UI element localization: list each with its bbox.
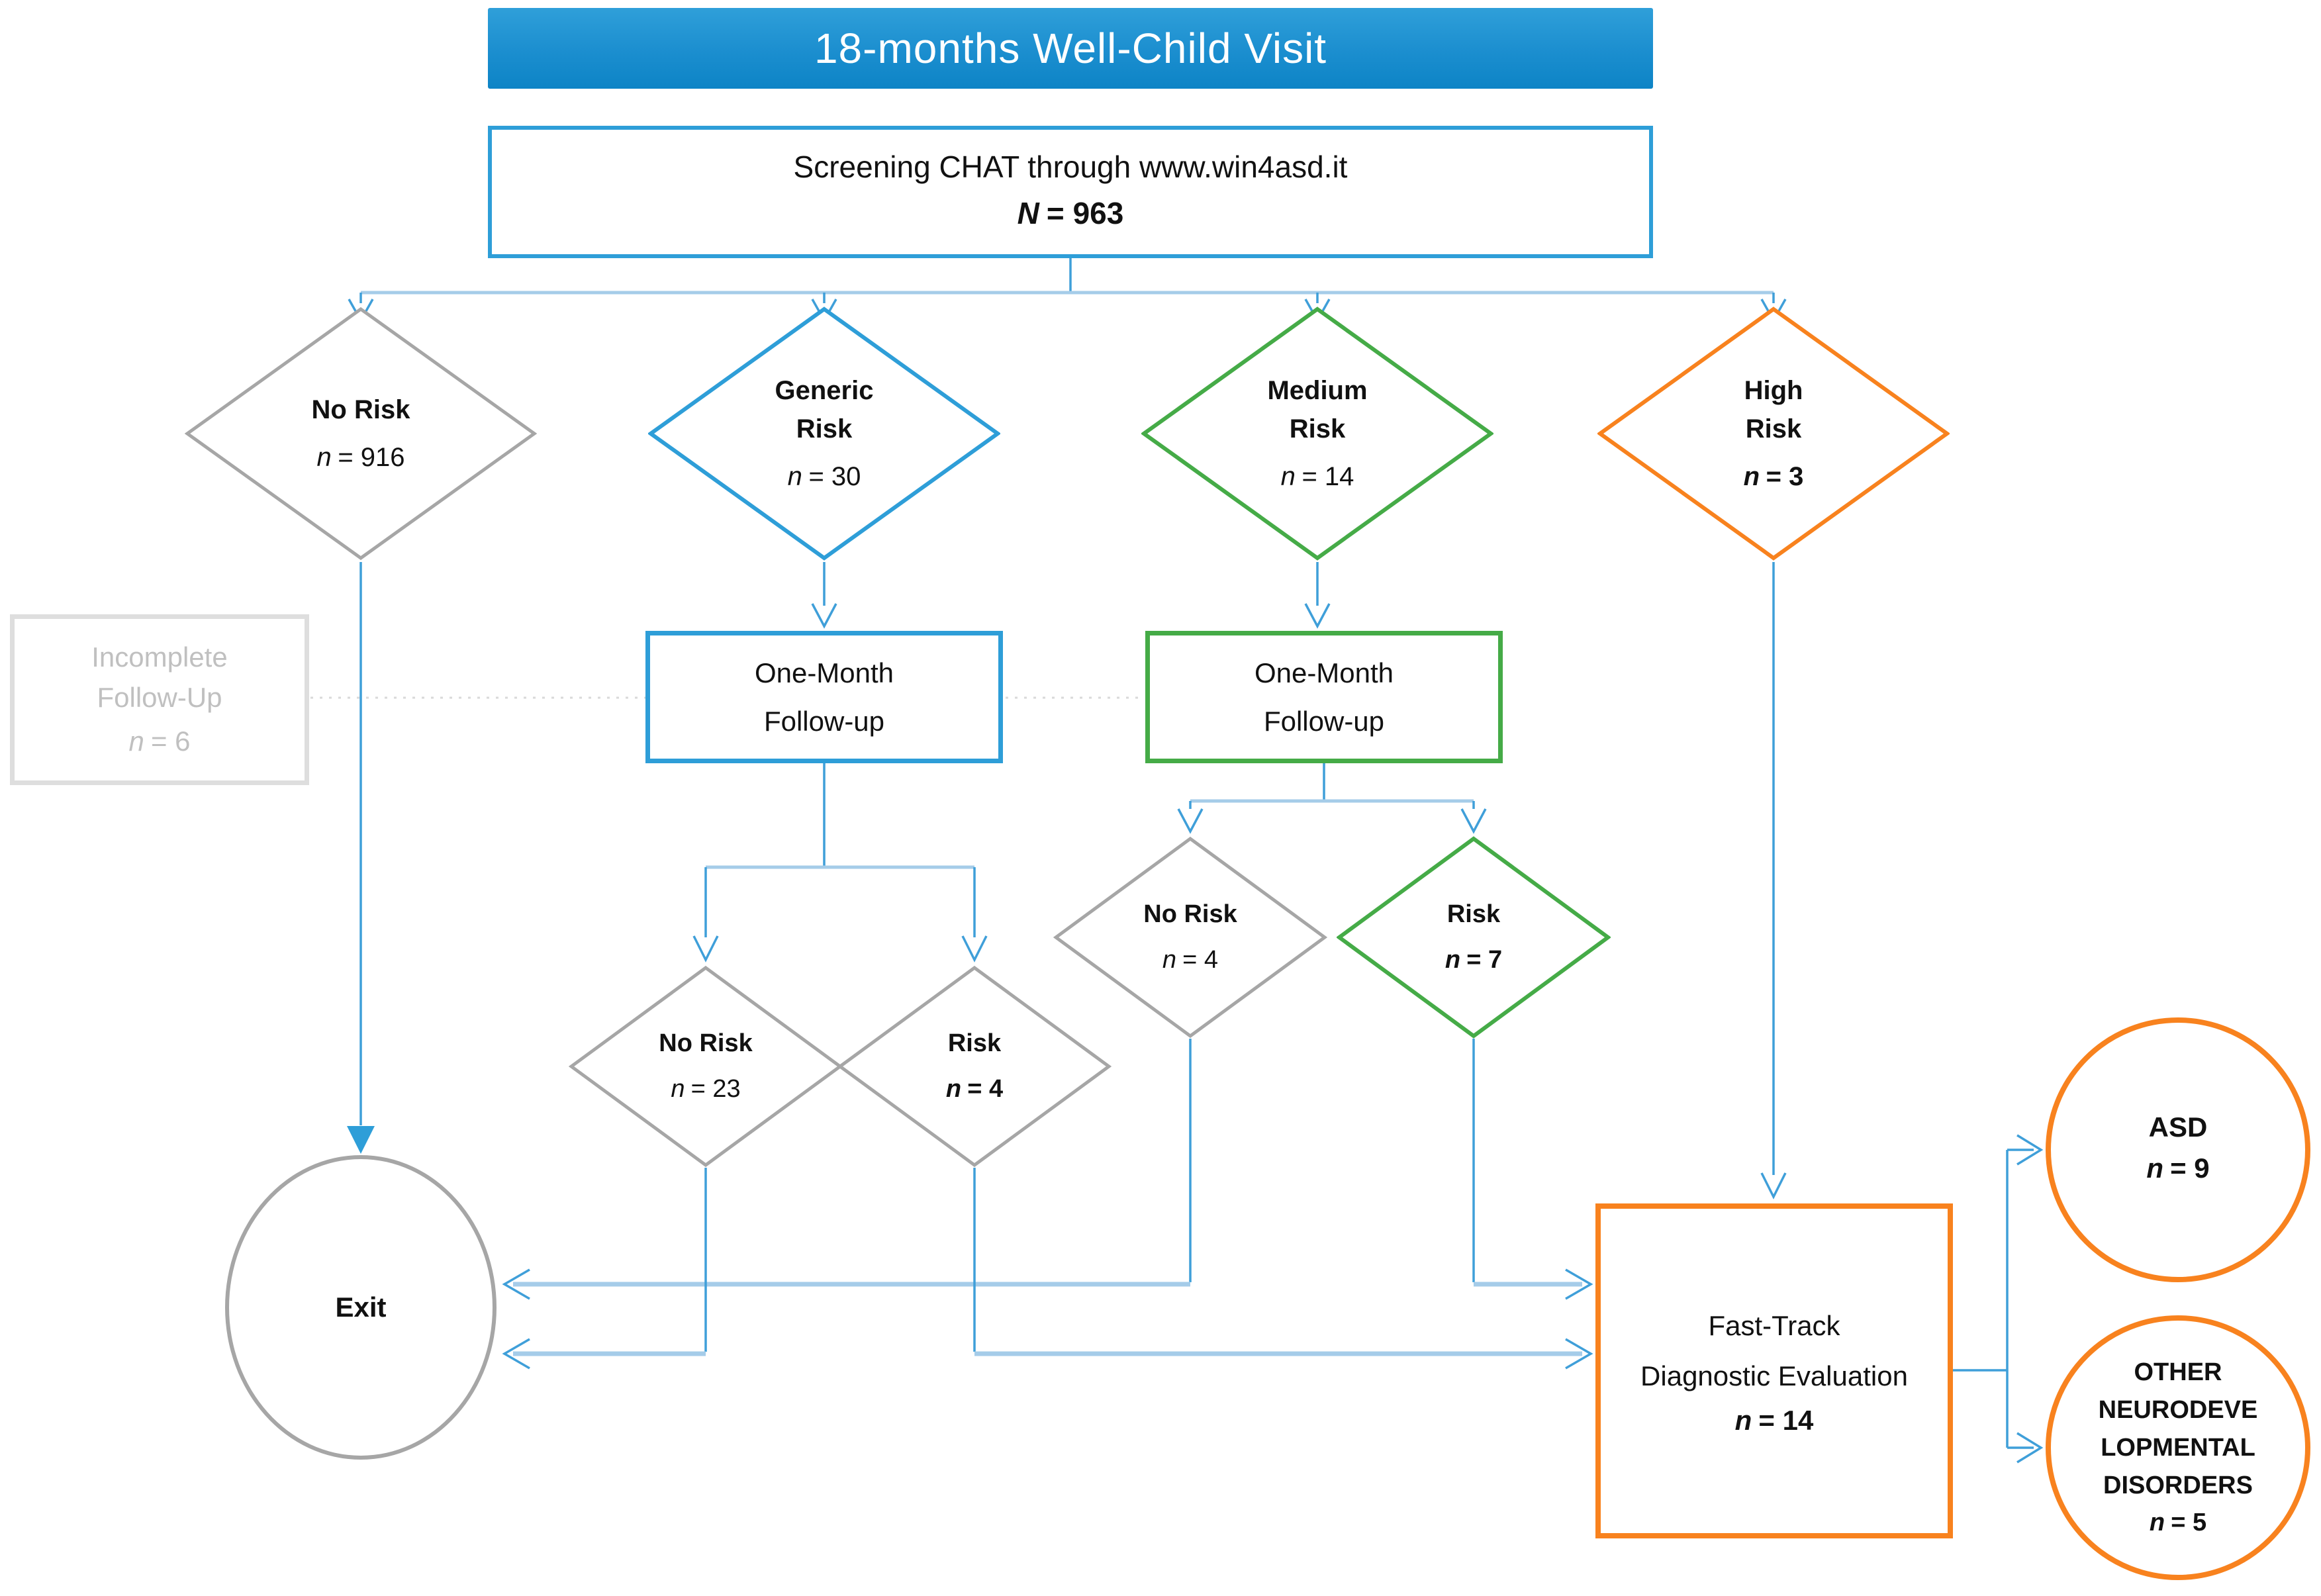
generic-followup-box: One-Month Follow-up	[645, 631, 1003, 763]
diamond-label: No Risk	[311, 395, 410, 424]
diamond-label: Generic	[775, 376, 874, 405]
title-banner: 18-months Well-Child Visit	[488, 8, 1653, 89]
n-value: = 30	[808, 462, 861, 491]
circle-n: n= 5	[2150, 1505, 2206, 1541]
circle-label: ASD	[2148, 1111, 2208, 1143]
circle-label: NEURODEVE	[2098, 1396, 2258, 1425]
n-value: = 6	[150, 726, 191, 757]
diamond-n: n= 3	[1744, 457, 1804, 496]
n-value: = 916	[338, 443, 405, 472]
n-value: = 3	[1766, 462, 1804, 491]
box-line: Diagnostic Evaluation	[1640, 1360, 1908, 1391]
n-italic: n	[671, 1075, 685, 1103]
circle-label: OTHER	[2134, 1358, 2222, 1387]
screening-n: N= 963	[1018, 191, 1124, 236]
n-value: = 23	[690, 1075, 741, 1103]
page-title: 18-months Well-Child Visit	[814, 24, 1327, 72]
risk-7-diamond: Risk n= 7	[1337, 836, 1611, 1039]
diamond-label: Medium	[1267, 376, 1368, 405]
box-n: n= 6	[129, 722, 191, 762]
n-italic: n	[316, 443, 332, 472]
diamond-n: n= 4	[1162, 942, 1218, 978]
diamond-n: n= 916	[316, 438, 404, 477]
n-value: = 14	[1302, 462, 1354, 491]
no-risk-916-diamond: No Risk n= 916	[185, 306, 537, 561]
diamond-n: n= 7	[1445, 942, 1502, 978]
box-line: Fast-Track	[1708, 1309, 1840, 1341]
circle-label: Exit	[335, 1291, 387, 1323]
diamond-label: Risk	[1446, 900, 1501, 928]
diamond-label: Risk	[796, 414, 853, 444]
diamond-label: No Risk	[1143, 900, 1237, 928]
box-line: One-Month	[1254, 657, 1394, 688]
box-line: Incomplete	[91, 641, 228, 673]
n-value: = 963	[1046, 195, 1124, 230]
fasttrack-to-outcomes-bracket	[1953, 1134, 2044, 1464]
screening-line: Screening CHAT through www.win4asd.it	[793, 149, 1348, 184]
medium-followup-box: One-Month Follow-up	[1145, 631, 1503, 763]
diamond-label: Risk	[1289, 414, 1346, 444]
n-italic: n	[787, 462, 802, 491]
n-value: = 7	[1466, 946, 1503, 974]
n-italic: N	[1017, 195, 1039, 230]
diamond-n: n= 14	[1281, 457, 1354, 496]
circle-label: DISORDERS	[2103, 1472, 2253, 1500]
circle-n: n= 9	[2146, 1149, 2209, 1189]
n-value: = 5	[2171, 1509, 2207, 1537]
medium-risk-to-followup-arrow	[1304, 562, 1331, 629]
high-risk-diamond: High Risk n= 3	[1597, 306, 1950, 561]
screening-box: Screening CHAT through www.win4asd.it N=…	[488, 126, 1653, 258]
diamond-n: n= 4	[946, 1071, 1003, 1107]
circle-label: LOPMENTAL	[2101, 1434, 2255, 1462]
n-value: = 14	[1758, 1405, 1814, 1436]
generic-risk-to-followup-arrow	[811, 562, 837, 629]
n-italic: n	[2146, 1152, 2163, 1184]
diamond-label: No Risk	[659, 1029, 753, 1057]
high-risk-to-fasttrack-arrow	[1760, 562, 1787, 1199]
diamond-label: High	[1744, 376, 1803, 405]
diamond-n: n= 30	[788, 457, 861, 496]
n-italic: n	[1734, 1405, 1752, 1436]
no-risk-4-to-exit-arrow	[502, 1039, 1192, 1300]
exit-circle: Exit	[225, 1155, 497, 1460]
n-value: = 9	[2170, 1152, 2210, 1184]
box-n: n= 14	[1735, 1401, 1814, 1441]
asd-outcome-circle: ASD n= 9	[2046, 1017, 2310, 1282]
diamond-label: Risk	[1745, 414, 1802, 444]
no-risk-4-diamond: No Risk n= 4	[1053, 836, 1327, 1039]
no-risk-to-exit-arrow	[347, 562, 375, 1154]
other-disorders-circle: OTHER NEURODEVE LOPMENTAL DISORDERS n= 5	[2046, 1315, 2310, 1580]
risk-4-diamond: Risk n= 4	[837, 965, 1112, 1168]
diamond-n: n= 23	[671, 1071, 740, 1107]
box-line: Follow-Up	[97, 681, 222, 713]
generic-risk-diamond: Generic Risk n= 30	[648, 306, 1000, 561]
n-italic: n	[1280, 462, 1296, 491]
box-line: Follow-up	[763, 706, 885, 737]
no-risk-23-diamond: No Risk n= 23	[569, 965, 843, 1168]
n-value: = 4	[967, 1075, 1004, 1103]
box-line: Follow-up	[1263, 706, 1385, 737]
n-italic: n	[945, 1075, 962, 1103]
screening-to-risk-distribution	[348, 258, 1787, 323]
n-italic: n	[2149, 1509, 2165, 1537]
n-italic: n	[128, 726, 144, 757]
generic-followup-split	[692, 763, 988, 962]
n-italic: n	[1445, 946, 1461, 974]
incomplete-followup-box: Incomplete Follow-Up n= 6	[10, 614, 309, 785]
risk-7-to-fasttrack-arrow	[1472, 1039, 1593, 1300]
fast-track-box: Fast-Track Diagnostic Evaluation n= 14	[1595, 1203, 1953, 1538]
medium-risk-diamond: Medium Risk n= 14	[1141, 306, 1493, 561]
n-value: = 4	[1182, 946, 1219, 974]
n-italic: n	[1743, 462, 1760, 491]
diamond-label: Risk	[947, 1029, 1002, 1057]
risk-4-to-fasttrack-arrow	[973, 1168, 1593, 1370]
box-line: One-Month	[754, 657, 894, 688]
medium-followup-split	[1177, 763, 1487, 834]
no-risk-23-to-exit-arrow	[502, 1168, 707, 1370]
n-italic: n	[1162, 946, 1177, 974]
